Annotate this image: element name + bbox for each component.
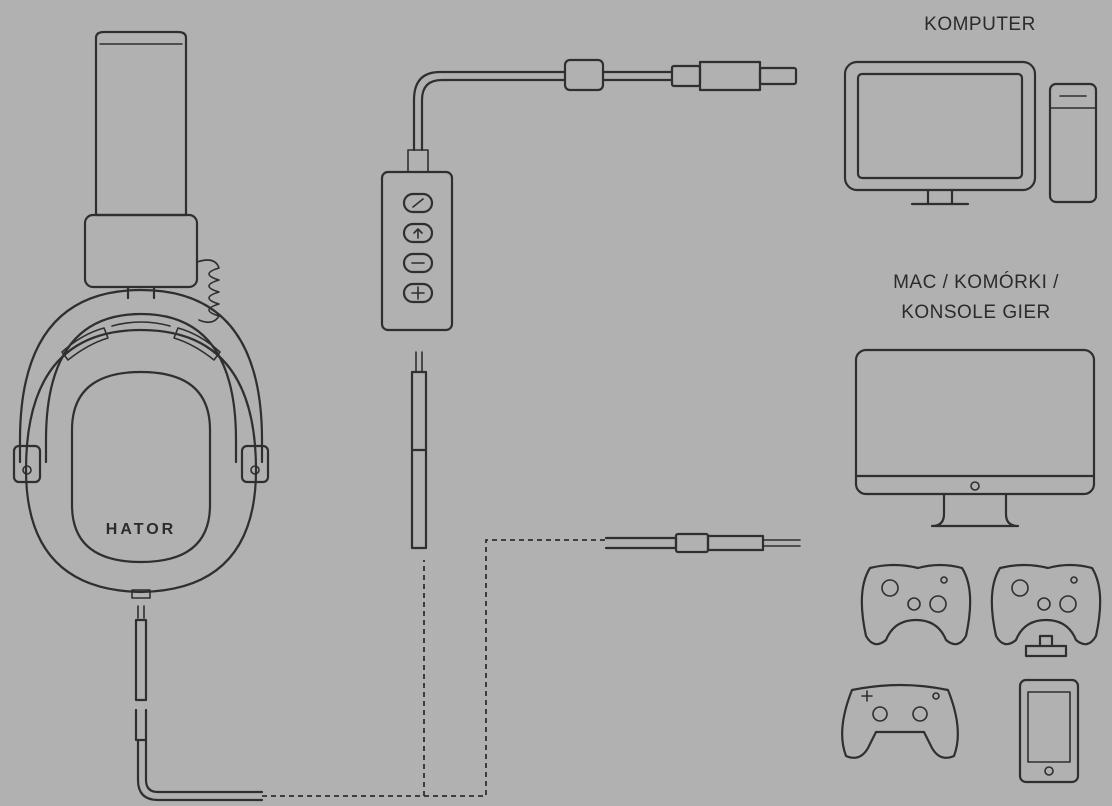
inline-control — [380, 58, 798, 550]
aux-strain-relief — [674, 532, 710, 554]
mic-off-icon — [412, 198, 424, 208]
headset-cable — [134, 605, 264, 802]
face-buttons-icon — [940, 576, 948, 584]
plug-tip — [137, 605, 145, 619]
aux-plug-body — [706, 534, 765, 552]
imac-frame — [854, 348, 1096, 496]
phone — [1018, 678, 1080, 784]
yoke-outer — [18, 288, 264, 464]
monitor-frame — [843, 60, 1037, 192]
playstation-controller — [841, 683, 959, 759]
pc-tower-details — [1049, 95, 1097, 109]
phone-body — [1018, 678, 1080, 784]
left-stick-icon — [881, 579, 899, 597]
left-stick-icon — [1011, 579, 1029, 597]
headband-slider — [83, 213, 199, 289]
volume-up-button — [402, 282, 434, 304]
imac-stand — [930, 492, 1020, 528]
xbox-controller-body-2 — [990, 563, 1102, 646]
yoke-slot-left — [61, 327, 109, 361]
hinge-left — [12, 444, 42, 484]
mac — [854, 348, 1096, 528]
remote-plug-sleeve — [410, 448, 428, 550]
usb-plug-body — [698, 60, 762, 92]
dpad-icon — [1037, 597, 1051, 611]
yoke-slot-top — [111, 321, 171, 327]
usb-plug-connector — [758, 66, 798, 86]
headband — [94, 30, 188, 217]
plus-icon — [411, 286, 425, 300]
sound-mode-button — [402, 222, 434, 244]
plug-sleeve — [134, 708, 148, 742]
xbox-controller-body-1 — [860, 563, 972, 646]
left-stick-icon — [872, 706, 888, 722]
right-stick-icon — [929, 595, 947, 613]
hinge-right-screw — [250, 465, 260, 475]
mac-mobile-console-label: MAC / KOMÓRKI / KONSOLE GIER — [840, 268, 1112, 328]
face-buttons-icon — [932, 692, 940, 700]
cable-ferrite — [563, 58, 605, 92]
plug-body — [134, 618, 148, 702]
headset: HATOR — [12, 30, 270, 599]
playstation-controller-body — [841, 683, 959, 759]
right-stick-icon — [912, 706, 928, 722]
aux-plug-tip — [762, 539, 801, 547]
monitor-screen — [856, 72, 1024, 180]
usb-strain-relief — [670, 64, 702, 88]
phone-home-button — [1044, 766, 1054, 776]
phone-screen — [1027, 691, 1071, 763]
computer — [843, 60, 1098, 206]
coiled-cable — [196, 259, 220, 324]
headset-jack-socket — [131, 589, 151, 599]
yoke-neck — [126, 285, 156, 300]
yoke-slot-right — [173, 327, 221, 361]
mac-label-line-2: KONSOLE GIER — [901, 302, 1051, 323]
right-stick-icon — [1059, 595, 1077, 613]
mic-mute-button — [402, 192, 434, 214]
usb-cable-end — [601, 70, 674, 82]
hinge-right — [240, 444, 270, 484]
aux-cord — [604, 536, 678, 550]
remote-strain-relief — [407, 149, 429, 173]
mode-icon — [413, 228, 423, 239]
remote-plug-body — [410, 370, 428, 452]
usb-cable — [412, 70, 567, 152]
volume-down-button — [402, 252, 434, 274]
controller-adapter — [1024, 634, 1068, 658]
control-box — [380, 170, 454, 332]
hinge-left-screw — [22, 465, 32, 475]
remote-plug-tip — [415, 351, 423, 373]
yoke-inner — [44, 312, 238, 464]
connection-line — [262, 539, 606, 797]
dpad-icon — [861, 690, 873, 702]
imac-logo — [970, 481, 980, 491]
pc-tower — [1048, 82, 1098, 204]
dpad-icon — [907, 597, 921, 611]
computer-label: KOMPUTER — [924, 14, 1036, 35]
aux-cable — [604, 532, 801, 554]
mac-label-line-1: MAC / KOMÓRKI / — [893, 272, 1059, 293]
ear-cup-outer — [24, 328, 258, 594]
xbox-controller-2 — [990, 563, 1102, 658]
monitor-stand — [910, 188, 970, 206]
headset-cord — [136, 738, 264, 802]
brand-logo: HATOR — [106, 521, 176, 538]
face-buttons-icon — [1070, 576, 1078, 584]
ear-cup-plate — [70, 370, 212, 564]
xbox-controller-1 — [860, 563, 972, 646]
